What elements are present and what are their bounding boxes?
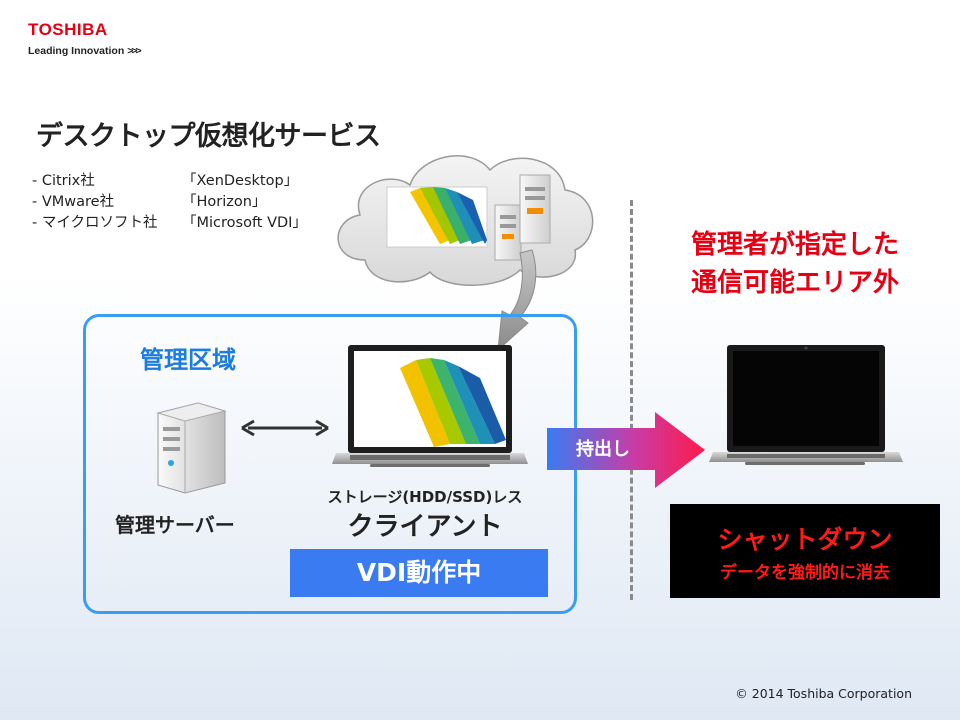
toshiba-logo: TOSHIBA (28, 20, 108, 39)
outside-title-line1: 管理者が指定した (690, 230, 899, 260)
vendor-company: - マイクロソフト社 (32, 215, 158, 231)
copyright: © 2014 Toshiba Corporation (735, 686, 912, 701)
outside-title-line2: 通信可能エリア外 (690, 268, 899, 298)
chevrons-icon: >>> (127, 45, 141, 57)
vendor-row: - マイクロソフト社 「Microsoft VDI」 (32, 213, 307, 234)
area-divider (630, 200, 633, 600)
data-erase-label: データを強制的に消去 (720, 563, 890, 583)
management-area-label: 管理区域 (140, 346, 236, 374)
carry-out-label: 持出し (576, 439, 630, 460)
bidirectional-arrow-icon (241, 419, 329, 437)
cloud-icon (337, 155, 594, 286)
client-laptop-icon (332, 345, 528, 467)
vendor-product: 「Horizon」 (182, 194, 267, 210)
outside-area-title: 管理者が指定した 通信可能エリア外 (660, 226, 930, 302)
carry-out-arrow-icon (547, 412, 705, 488)
management-server-icon (156, 402, 227, 494)
client-label: クライアント (347, 512, 503, 542)
server-stack-icon (494, 174, 551, 261)
vendor-list: - Citrix社 「XenDesktop」 - VMware社 「Horizo… (32, 171, 307, 234)
download-arrow-icon (497, 249, 537, 352)
management-server-label: 管理サーバー (115, 513, 235, 537)
vendor-product: 「XenDesktop」 (182, 173, 299, 189)
page-title: デスクトップ仮想化サービス (36, 121, 381, 152)
vendor-row: - VMware社 「Horizon」 (32, 192, 307, 213)
tagline-text: Leading Innovation (28, 45, 125, 57)
shutdown-box: シャットダウン データを強制的に消去 (670, 504, 940, 598)
vdi-status-bar: VDI動作中 (290, 549, 548, 597)
offline-laptop-icon (709, 345, 903, 465)
vendor-company: - Citrix社 (32, 173, 95, 189)
storage-less-label: ストレージ(HDD/SSD)レス (327, 488, 523, 506)
shutdown-label: シャットダウン (717, 525, 893, 554)
vendor-product: 「Microsoft VDI」 (182, 215, 307, 231)
logo-tagline: Leading Innovation>>> (28, 45, 142, 57)
vendor-company: - VMware社 (32, 194, 115, 210)
vendor-row: - Citrix社 「XenDesktop」 (32, 171, 307, 192)
